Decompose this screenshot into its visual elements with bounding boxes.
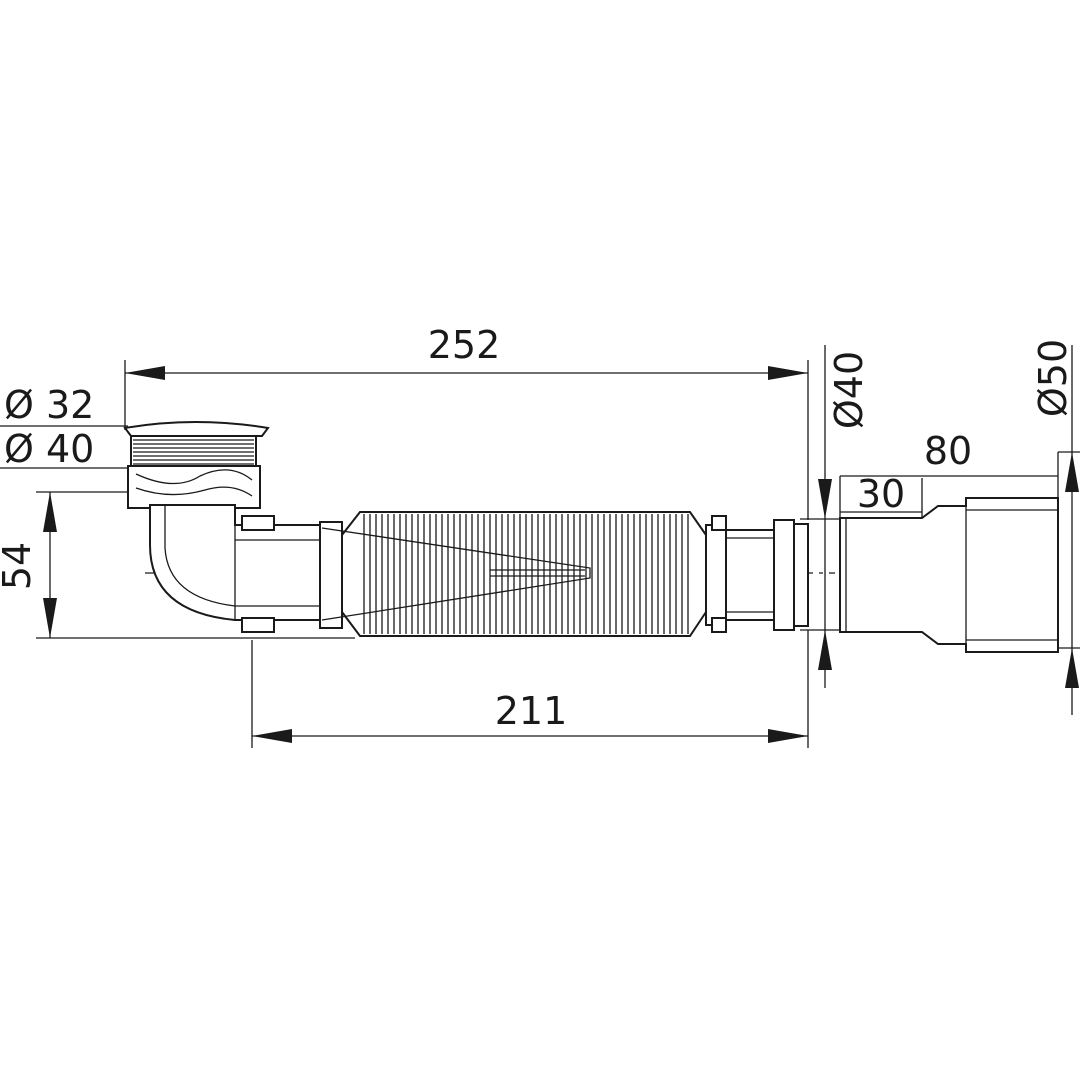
overall-length-label: 252 [428,323,501,367]
dimension-height: 54 [0,491,355,639]
adapter-length-label: 80 [924,429,972,473]
dimension-outlet-inner-diameter: Ø40 [800,345,871,688]
corrugated-hose [321,511,707,637]
dimension-adapter-insert: 30 [840,472,923,520]
dimension-adapter-length: 80 [839,429,1059,518]
inlet-diameter-top-label: Ø 32 [4,383,94,427]
drain-cap [123,421,270,509]
dimension-outlet-outer-diameter: Ø50 [1031,339,1080,715]
dimension-overall-length: 252 [124,323,809,520]
right-coupling [705,515,809,633]
body-length-label: 211 [495,689,568,733]
inlet-diameter-bottom-label: Ø 40 [4,427,94,471]
outlet-inner-diameter-label: Ø40 [827,351,871,429]
elbow-body [149,504,343,633]
adapter-insert-label: 30 [857,472,905,516]
dimension-inlet-diameter: Ø 32 Ø 40 [0,383,128,471]
dimension-body-length: 211 [251,630,809,748]
outlet-adapter [839,497,1059,653]
height-label: 54 [0,542,39,590]
outlet-outer-diameter-label: Ø50 [1031,339,1075,417]
